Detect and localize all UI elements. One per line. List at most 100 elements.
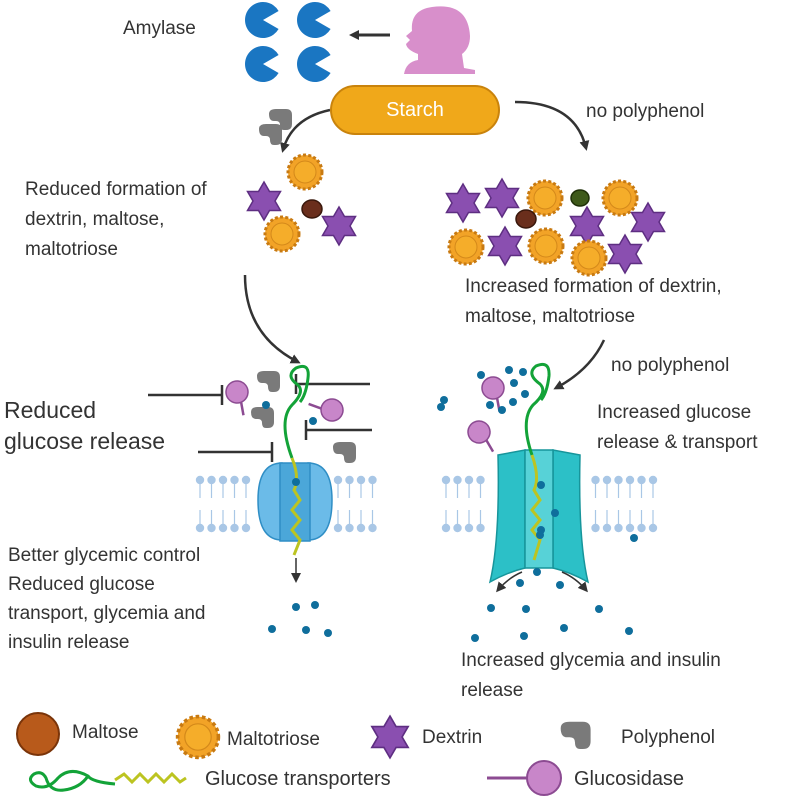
arrow-starch-left bbox=[280, 108, 331, 153]
polyphenol-icon bbox=[251, 407, 274, 428]
legend-dextrin-icon bbox=[371, 715, 409, 759]
amylase-icon bbox=[297, 2, 331, 39]
increased-formation-line1: Increased formation of dextrin, bbox=[465, 276, 722, 297]
maltose-icon bbox=[301, 199, 323, 219]
lipid-icon bbox=[206, 475, 217, 533]
no-polyphenol-mid-label: no polyphenol bbox=[611, 355, 730, 376]
glucose-transporter-tail bbox=[530, 454, 542, 561]
legend-dextrin-label: Dextrin bbox=[422, 727, 483, 748]
legend-maltotriose-label: Maltotriose bbox=[227, 729, 320, 750]
lipid-icon bbox=[367, 475, 378, 533]
increased-products-group bbox=[445, 178, 666, 277]
better-control-line1: Better glycemic control bbox=[8, 545, 201, 566]
human-head-icon bbox=[404, 6, 475, 74]
dextrin-icon bbox=[246, 181, 282, 221]
glucose-transporter-icon bbox=[283, 364, 310, 459]
lipid-icon bbox=[333, 475, 343, 533]
glucose-transporter-tail bbox=[290, 457, 302, 556]
amylase-label: Amylase bbox=[123, 18, 196, 39]
legend-glucosidase-icon bbox=[526, 760, 562, 796]
lipid-icon bbox=[464, 475, 474, 533]
polyphenol-icon bbox=[257, 371, 280, 392]
arrow-right-out-left bbox=[496, 571, 523, 593]
lipid-icon bbox=[452, 475, 463, 533]
lipid-icon bbox=[356, 475, 366, 533]
maltotriose-icon bbox=[526, 179, 564, 217]
polyphenol-icon bbox=[259, 124, 282, 145]
starch-label: Starch bbox=[386, 98, 444, 121]
reduced-release-line1: Reduced bbox=[4, 397, 97, 423]
right-glucose-channel bbox=[488, 449, 590, 584]
amylase-icon bbox=[245, 2, 279, 39]
reduced-release-line2: glucose release bbox=[4, 428, 166, 454]
lipid-icon bbox=[229, 475, 240, 533]
maltotriose-icon bbox=[263, 215, 301, 253]
dextrin-icon bbox=[487, 226, 523, 266]
amylase-icon bbox=[245, 46, 279, 82]
maltotriose-icon bbox=[447, 228, 485, 266]
reduced-formation-line2: dextrin, maltose, bbox=[25, 209, 165, 230]
legend-maltose-icon bbox=[16, 712, 60, 756]
legend-glucose-transporters-label: Glucose transporters bbox=[205, 768, 391, 790]
lipid-icon bbox=[636, 475, 647, 533]
no-polyphenol-top-label: no polyphenol bbox=[586, 101, 705, 122]
maltose-icon bbox=[515, 209, 537, 229]
arrow-starch-right bbox=[514, 100, 590, 151]
glucosidase-icon bbox=[476, 371, 517, 414]
increased-glycemia-line2: release bbox=[461, 680, 524, 701]
reduced-products-group bbox=[246, 153, 357, 253]
legend-polyphenol-label: Polyphenol bbox=[621, 727, 716, 748]
dextrin-icon bbox=[321, 206, 357, 246]
legend-maltose-label: Maltose bbox=[72, 722, 139, 743]
better-control-line3: transport, glycemia and bbox=[8, 603, 206, 624]
glucosidase-icon bbox=[462, 415, 505, 454]
left-glucose-channel bbox=[257, 462, 333, 542]
maltotriose-icon bbox=[527, 227, 565, 265]
maltose-icon bbox=[570, 189, 590, 207]
lipid-icon bbox=[441, 475, 451, 533]
legend-polyphenol-icon bbox=[560, 721, 591, 749]
glucose-right-group bbox=[437, 366, 638, 642]
lipid-icon bbox=[625, 475, 635, 533]
lipid-icon bbox=[613, 475, 624, 533]
lipid-icon bbox=[241, 475, 251, 533]
dextrin-icon bbox=[569, 206, 605, 246]
arrow-left-down bbox=[243, 274, 301, 364]
polyphenol-icon bbox=[333, 442, 356, 463]
maltotriose-icon bbox=[286, 153, 324, 191]
legend-glucosidase-label: Glucosidase bbox=[574, 768, 685, 790]
better-control-line4: insulin release bbox=[8, 632, 130, 653]
starch-node: Starch bbox=[330, 85, 500, 135]
maltotriose-icon bbox=[570, 239, 608, 277]
legend-maltotriose-icon bbox=[175, 714, 221, 760]
arrow-right-out-right bbox=[561, 571, 588, 593]
reduced-formation-line3: maltotriose bbox=[25, 239, 118, 260]
glucose-left-group bbox=[262, 401, 332, 637]
increased-release-line1: Increased glucose bbox=[597, 402, 752, 423]
lipid-icon bbox=[195, 475, 205, 533]
dextrin-icon bbox=[630, 202, 666, 242]
reduced-formation-line1: Reduced formation of bbox=[25, 179, 207, 200]
lipid-icon bbox=[218, 475, 228, 533]
increased-glycemia-line1: Increased glycemia and insulin bbox=[461, 650, 721, 671]
legend-icons bbox=[16, 712, 591, 796]
increased-formation-line2: maltose, maltotriose bbox=[465, 306, 636, 327]
glucose-transporter-icon bbox=[524, 362, 551, 456]
increased-release-line2: release & transport bbox=[597, 432, 758, 453]
lipid-icon bbox=[590, 475, 601, 533]
better-control-line2: Reduced glucose bbox=[8, 574, 155, 595]
dextrin-icon bbox=[484, 178, 520, 218]
arrow-right-down bbox=[553, 339, 606, 390]
lipid-icon bbox=[648, 475, 658, 533]
lipid-icon bbox=[344, 475, 355, 533]
lipid-icon bbox=[475, 475, 486, 533]
maltotriose-icon bbox=[601, 179, 639, 217]
dextrin-icon bbox=[607, 234, 643, 274]
amylase-icon bbox=[297, 46, 331, 82]
legend-transporter-green bbox=[29, 770, 116, 792]
legend-transporter-yellow bbox=[114, 771, 187, 785]
dextrin-icon bbox=[445, 183, 481, 223]
amylase-icon-group bbox=[245, 2, 331, 82]
lipid-icon bbox=[602, 475, 612, 533]
